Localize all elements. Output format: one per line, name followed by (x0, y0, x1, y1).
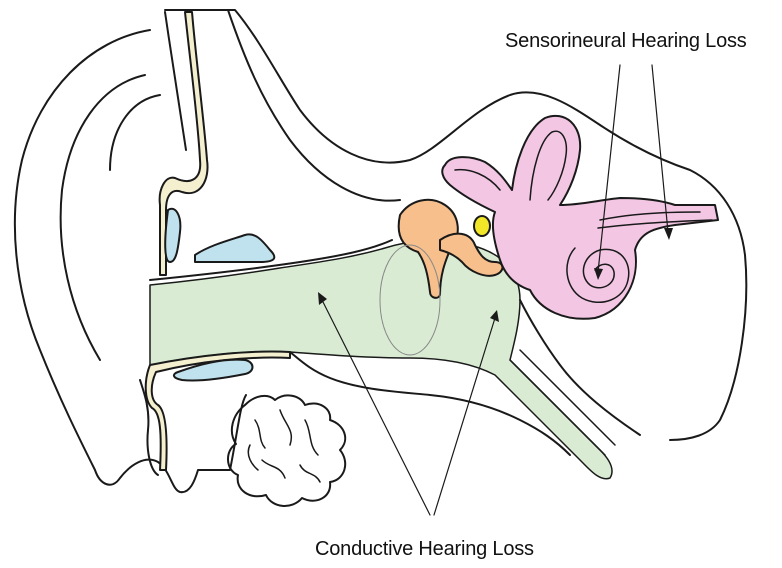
cavity-upper-left (165, 209, 180, 262)
helix-inner-outline (110, 95, 160, 170)
conductive-hearing-loss-label: Conductive Hearing Loss (315, 538, 534, 561)
cartilage-upper-outer (165, 12, 186, 150)
parotid-gland-texture (248, 410, 320, 482)
temporal-inner-outline (228, 10, 400, 201)
stapes-footplate (474, 216, 490, 236)
antihelix-outline (61, 75, 145, 360)
sensorineural-hearing-loss-label: Sensorineural Hearing Loss (505, 30, 747, 53)
arrowhead-sensorineural-right (664, 228, 673, 240)
parotid-gland (228, 395, 345, 506)
cavity-upper (195, 234, 274, 262)
